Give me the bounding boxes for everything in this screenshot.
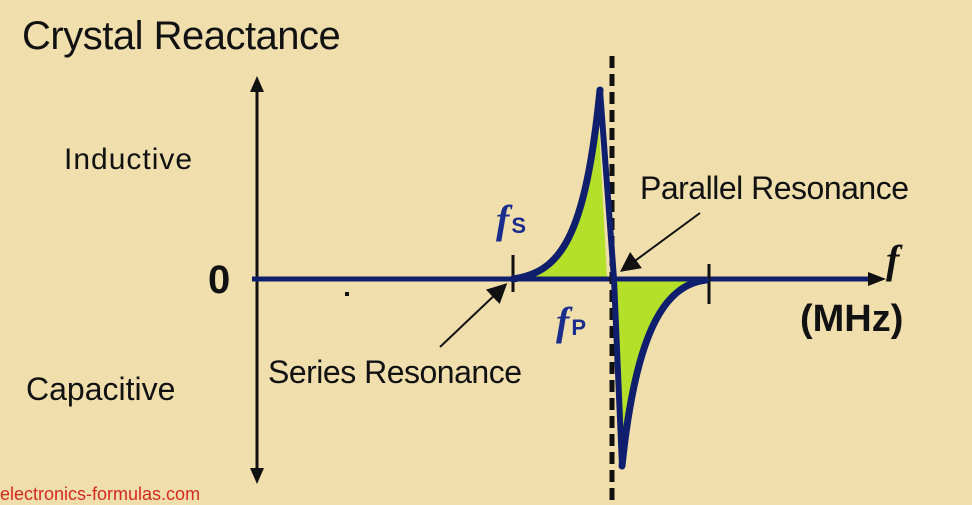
parallel-arrow [619,212,701,272]
x-axis-unit: (MHz) [800,298,904,340]
capacitive-curve [618,276,710,470]
stray-dot [345,292,349,296]
inductive-fill [520,110,607,278]
x-axis-arrow [868,272,886,286]
zero-label: 0 [208,258,231,302]
fs-subscript: S [511,213,527,238]
y-axis-arrow-down [250,468,264,484]
capacitive-fill [615,278,700,440]
fs-symbol: f [496,197,510,242]
fp-subscript: P [571,315,587,340]
x-axis-symbol: f [886,237,900,282]
fs-label: fS [496,196,526,243]
inductive-curve [509,86,604,283]
watermark: electronics-formulas.com [0,484,201,504]
series-resonance-label: Series Resonance [268,354,522,390]
capacitive-label: Capacitive [26,371,176,407]
chart-title: Crystal Reactance [22,14,341,58]
series-arrow [439,283,508,348]
parallel-resonance-label: Parallel Resonance [640,170,909,206]
curve-join [597,89,617,280]
curve-join-2 [611,278,625,467]
fp-label: fP [556,298,586,345]
y-axis-arrow-up [250,76,264,92]
fp-symbol: f [556,299,570,344]
inductive-label: Inductive [64,143,194,176]
